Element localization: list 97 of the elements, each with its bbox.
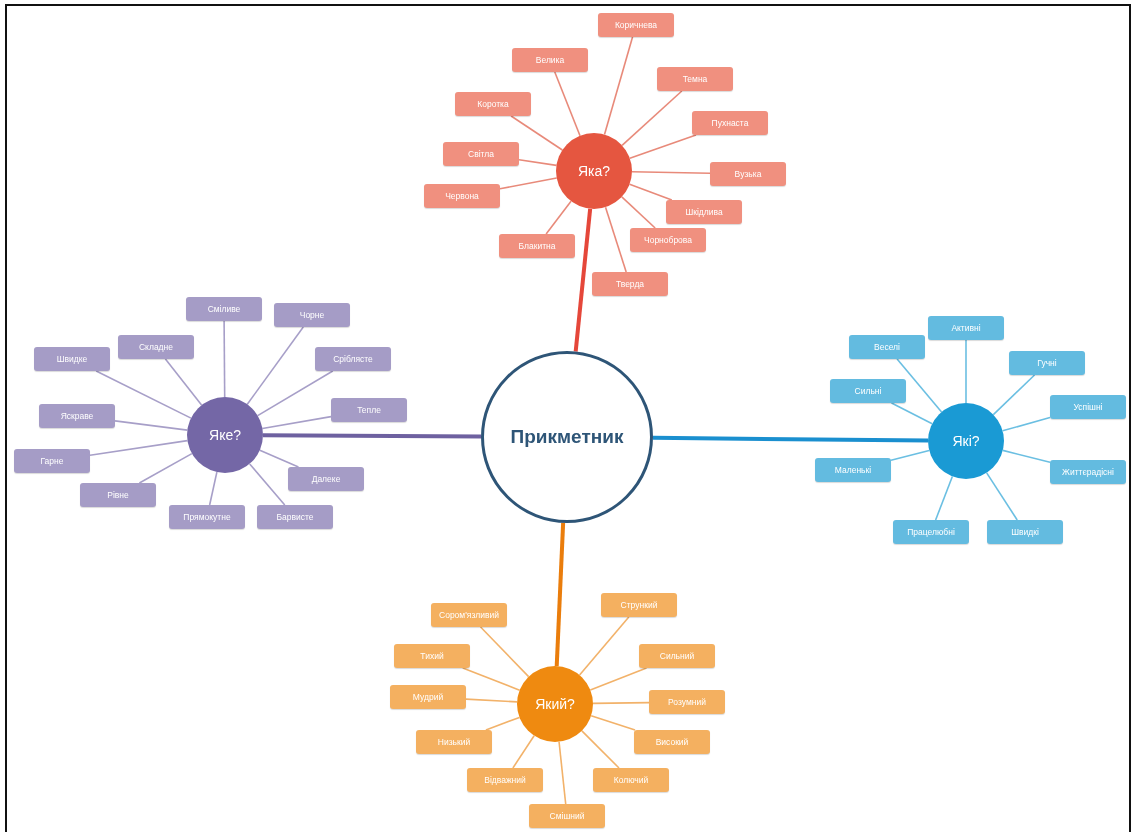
adjective-box: Вузька bbox=[710, 162, 786, 186]
connector-line bbox=[256, 370, 334, 417]
adjective-box: Шкідлива bbox=[666, 200, 742, 224]
connector-line bbox=[518, 158, 558, 167]
connector-line bbox=[545, 200, 572, 235]
connector-line bbox=[604, 206, 627, 273]
question-circle: Які? bbox=[928, 403, 1004, 479]
adjective-box: Низький bbox=[416, 730, 492, 754]
connector-line bbox=[465, 698, 518, 703]
connector-line bbox=[553, 71, 581, 137]
connector-line bbox=[603, 36, 634, 136]
adjective-box: Блакитна bbox=[499, 234, 575, 258]
connector-line bbox=[592, 701, 650, 705]
connector-line bbox=[629, 134, 697, 160]
connector-line bbox=[934, 475, 954, 521]
connector-line bbox=[95, 370, 192, 419]
adjective-box: Працелюбні bbox=[893, 520, 969, 544]
connector-line bbox=[985, 472, 1018, 521]
adjective-box: Швидкі bbox=[987, 520, 1063, 544]
adjective-box: Світла bbox=[443, 142, 519, 166]
connector-line bbox=[578, 616, 630, 676]
question-circle: Яка? bbox=[556, 133, 632, 209]
connector-line bbox=[164, 358, 203, 406]
connector-line bbox=[965, 339, 967, 404]
connector-line bbox=[223, 320, 226, 398]
connector-line bbox=[479, 626, 530, 678]
connector-line bbox=[499, 177, 558, 190]
adjective-box: Барвисте bbox=[257, 505, 333, 529]
connector-line bbox=[261, 415, 332, 430]
connector-line bbox=[461, 667, 521, 691]
branch-line bbox=[652, 435, 929, 443]
adjective-box: Далеке bbox=[288, 467, 364, 491]
adjective-box: Пухнаста bbox=[692, 111, 768, 135]
connector-line bbox=[581, 730, 620, 769]
connector-line bbox=[248, 463, 286, 506]
adjective-box: Темна bbox=[657, 67, 733, 91]
adjective-box: Чорне bbox=[274, 303, 350, 327]
connector-line bbox=[89, 439, 189, 457]
adjective-box: Сильні bbox=[830, 379, 906, 403]
connector-line bbox=[628, 183, 673, 201]
connector-line bbox=[485, 716, 521, 731]
adjective-box: Червона bbox=[424, 184, 500, 208]
connector-line bbox=[890, 449, 930, 462]
adjective-box: Мудрий bbox=[390, 685, 466, 709]
adjective-box: Гучні bbox=[1009, 351, 1085, 375]
question-circle: Яке? bbox=[187, 397, 263, 473]
connector-line bbox=[992, 374, 1036, 416]
adjective-box: Коричнева bbox=[598, 13, 674, 37]
adjective-box: Відважний bbox=[467, 768, 543, 792]
adjective-box: Смішний bbox=[529, 804, 605, 828]
connector-line bbox=[590, 714, 636, 731]
connector-line bbox=[246, 326, 305, 406]
adjective-box: Тепле bbox=[331, 398, 407, 422]
adjective-box: Чорноброва bbox=[630, 228, 706, 252]
adjective-box: Життєрадісні bbox=[1050, 460, 1126, 484]
adjective-box: Прямокутне bbox=[169, 505, 245, 529]
connector-line bbox=[631, 170, 711, 175]
connector-line bbox=[621, 196, 656, 229]
adjective-box: Сильний bbox=[639, 644, 715, 668]
adjective-box: Складне bbox=[118, 335, 194, 359]
adjective-box: Тихий bbox=[394, 644, 470, 668]
connector-line bbox=[558, 741, 567, 805]
adjective-box: Розумний bbox=[649, 690, 725, 714]
connector-line bbox=[114, 420, 189, 431]
adjective-box: Активні bbox=[928, 316, 1004, 340]
branch-line bbox=[554, 522, 566, 667]
connector-line bbox=[512, 734, 535, 769]
adjective-box: Швидке bbox=[34, 347, 110, 371]
connector-line bbox=[1002, 449, 1051, 464]
connector-line bbox=[621, 90, 683, 147]
connector-line bbox=[208, 471, 218, 506]
adjective-box: Коротка bbox=[455, 92, 531, 116]
adjective-box: Маленькі bbox=[815, 458, 891, 482]
adjective-box: Успішні bbox=[1050, 395, 1126, 419]
adjective-box: Стрункий bbox=[601, 593, 677, 617]
adjective-box: Рівне bbox=[80, 483, 156, 507]
adjective-box: Гарне bbox=[14, 449, 90, 473]
central-topic-circle: Прикметник bbox=[481, 351, 653, 523]
adjective-box: Веселі bbox=[849, 335, 925, 359]
adjective-box: Колючий bbox=[593, 768, 669, 792]
adjective-box: Високий bbox=[634, 730, 710, 754]
adjective-box: Сріблясте bbox=[315, 347, 391, 371]
adjective-box: Велика bbox=[512, 48, 588, 72]
connector-line bbox=[138, 452, 193, 484]
adjective-box: Сміливе bbox=[186, 297, 262, 321]
connector-line bbox=[896, 358, 943, 413]
connector-line bbox=[890, 402, 933, 425]
adjective-box: Тверда bbox=[592, 272, 668, 296]
adjective-box: Яскраве bbox=[39, 404, 115, 428]
branch-line bbox=[263, 433, 481, 439]
question-circle: Який? bbox=[517, 666, 593, 742]
connector-line bbox=[589, 667, 648, 691]
branch-line bbox=[573, 208, 593, 352]
connector-line bbox=[259, 449, 300, 468]
adjective-box: Сором'язливий bbox=[431, 603, 507, 627]
connector-line bbox=[1001, 416, 1051, 432]
connector-line bbox=[510, 115, 564, 151]
